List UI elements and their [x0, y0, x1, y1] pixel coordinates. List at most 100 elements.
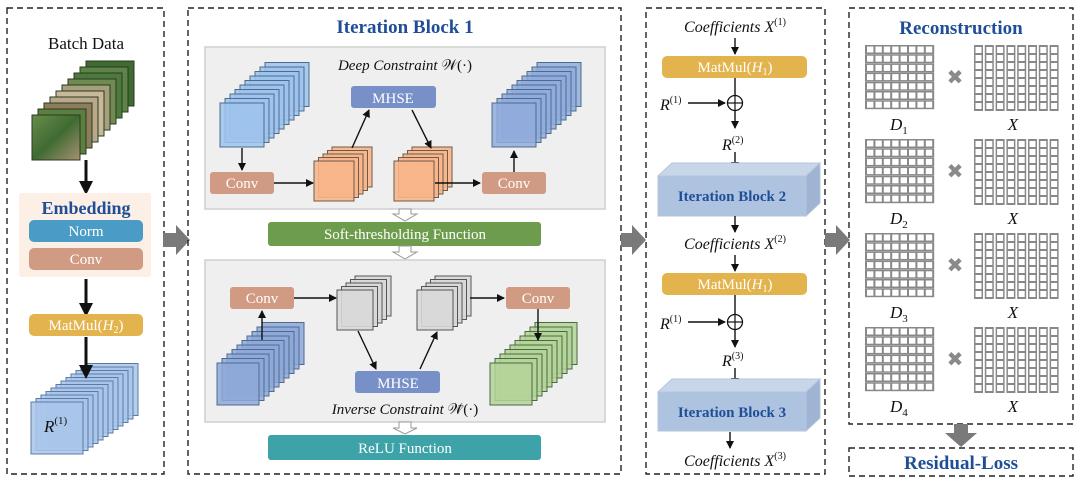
dictionary-cell [875, 92, 882, 99]
coefficient-cell [1051, 71, 1058, 77]
dictionary-cell [909, 83, 916, 90]
dictionary-cell [867, 64, 874, 71]
dictionary-cell [883, 168, 891, 175]
dictionary-row-strip [865, 327, 935, 336]
dictionary-cell [883, 374, 891, 381]
coefficient-cell [1040, 267, 1047, 273]
dictionary-cell [917, 92, 924, 99]
coefficient-cell [1029, 259, 1036, 265]
dictionary-row-strip [865, 72, 935, 82]
dictionary-cell [883, 140, 891, 147]
deep-orange-left-layer [313, 160, 355, 202]
dictionary-cell [867, 74, 874, 81]
coefficient-column-strip [1049, 45, 1059, 111]
coefficient-cell [997, 283, 1004, 289]
coefficient-column-strip [974, 327, 983, 393]
dictionary-cell [892, 101, 899, 108]
dictionary-row-strip [865, 185, 935, 194]
dictionary-cell [917, 252, 924, 259]
coefficient-cell [1040, 103, 1047, 109]
dictionary-cell [917, 177, 924, 184]
dictionary-cell [909, 280, 916, 287]
matmul-h2-box: MatMul(H2) [29, 314, 143, 336]
dictionary-cell [875, 101, 882, 108]
dictionary-cell [875, 280, 882, 287]
dictionary-cell [925, 252, 933, 259]
coefficient-cell [997, 103, 1004, 109]
coefficient-cell [997, 361, 1004, 367]
coefficient-cell [1007, 79, 1014, 85]
dictionary-cell [867, 168, 874, 175]
coefficient-cell [1040, 235, 1047, 241]
dictionary-cell [909, 140, 916, 147]
dictionary-cell [909, 149, 916, 156]
iter-matmul-h1-box-1 [662, 56, 807, 78]
dictionary-cell [883, 262, 891, 269]
coefficient-cell [1051, 235, 1058, 241]
dictionary-cell [917, 195, 924, 202]
coefficient-cell [1051, 47, 1058, 53]
coefficient-cell [986, 243, 993, 249]
flow-arrow-reconstruction-to-loss [945, 424, 977, 447]
coefficient-column-strip [1028, 139, 1037, 205]
iter-matmul-h1-box-2 [662, 273, 807, 295]
coefficient-cell [1040, 181, 1047, 187]
matmul-h2-text: MatMul( [48, 318, 102, 334]
input-panel: Batch Data Embedding Norm Conv MatMul(H2… [6, 7, 165, 475]
coefficient-cell [1029, 71, 1036, 77]
coefficient-cell [1029, 47, 1036, 53]
r1-input-var-2: R [659, 316, 670, 333]
inverse-gray-right-layer [416, 289, 454, 331]
coefficient-cell [1029, 275, 1036, 281]
dictionary-cell [925, 195, 933, 202]
coefficient-cell [975, 197, 982, 203]
coefficient-cell [1040, 385, 1047, 391]
r1-var: R [43, 417, 55, 436]
arrow-mhse-to-gray [419, 331, 438, 370]
coefficient-cell [1018, 141, 1025, 147]
dictionary-cell [900, 168, 907, 175]
dictionary-cell [875, 177, 882, 184]
deep-mhse-box [351, 86, 436, 108]
dictionary-cell [892, 234, 899, 241]
inverse-constraint-symbol: 𝒲̃(·) [448, 402, 479, 418]
coefficient-cell [1007, 235, 1014, 241]
dictionary-cell [867, 186, 874, 193]
dictionary-cell [875, 262, 882, 269]
iter-matmul-h1-label-1: MatMul(H1) [697, 60, 772, 78]
coefficient-cell [997, 197, 1004, 203]
deep-orange-right-layer [393, 160, 435, 202]
dictionary-cell [892, 271, 899, 278]
dictionary-cell [875, 55, 882, 62]
dictionary-cell [892, 92, 899, 99]
dictionary-cell [892, 46, 899, 53]
embedding-conv-label: Conv [70, 252, 103, 268]
matmul-h1-sub-2: 1 [763, 284, 768, 295]
dictionary-cell [925, 280, 933, 287]
dictionary-cell [909, 289, 916, 296]
coefficient-cell [1018, 197, 1025, 203]
inverse-conv-left-label: Conv [246, 291, 279, 307]
dictionary-cell [917, 55, 924, 62]
coefficient-column-strip [995, 139, 1005, 205]
coefficient-cell [975, 243, 982, 249]
coefficient-cell [975, 189, 982, 195]
dictionary-cell [892, 55, 899, 62]
dictionary-row-strip [865, 63, 935, 73]
dictionary-cell [892, 374, 899, 381]
dictionary-row-strip [865, 373, 935, 382]
coefficient-cell [1051, 189, 1058, 195]
dictionary-cell [900, 337, 907, 344]
dictionary-cell [925, 356, 933, 363]
dictionary-cell [883, 271, 891, 278]
dictionary-cell [909, 374, 916, 381]
coefficient-cell [975, 79, 982, 85]
dictionary-cell [925, 177, 933, 184]
iteration-block-3: Iteration Block 3 [656, 377, 822, 433]
dictionary-row-strip [865, 251, 935, 261]
coefficient-column-strip [1038, 327, 1048, 393]
coefficient-cell [1029, 337, 1036, 343]
coefficient-cell [1029, 63, 1036, 69]
coefficient-cell [1029, 267, 1036, 273]
